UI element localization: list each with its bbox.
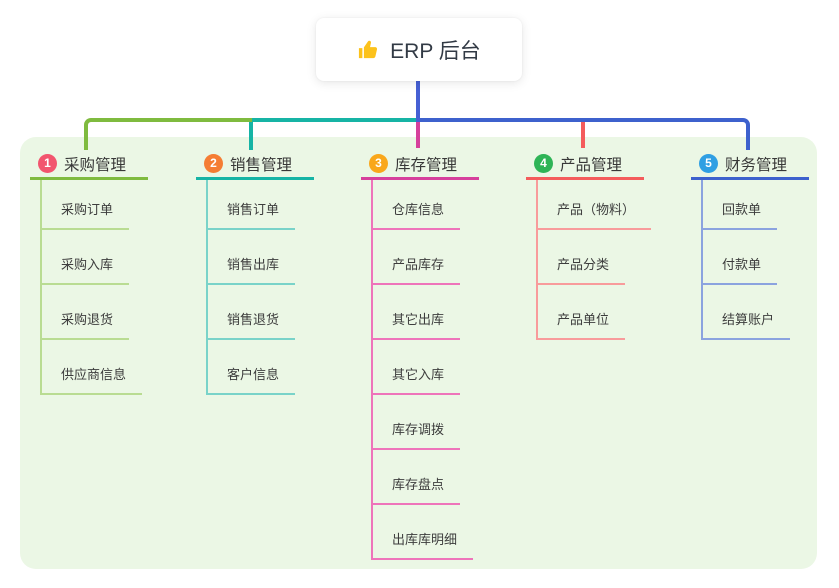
branch-label: 库存管理: [395, 156, 458, 174]
child-node-label: 其它入库: [392, 367, 445, 382]
child-node[interactable]: 库存调拨: [373, 419, 461, 450]
branch-children: 回款单 付款单 结算账户: [701, 180, 791, 340]
branch: 3 库存管理 仓库信息 产品库存 其它出库 其它入库: [361, 150, 479, 560]
child-node-label: 仓库信息: [392, 202, 445, 217]
child-node[interactable]: 仓库信息: [373, 199, 461, 230]
child-row: 产品（物料）: [538, 180, 652, 230]
branch-number-badge: 2: [204, 154, 223, 173]
child-node-label: 产品库存: [392, 257, 445, 272]
child-row: 采购退货: [42, 285, 142, 340]
branch: 2 销售管理 销售订单 销售出库 销售退货 客户信息: [196, 150, 314, 395]
child-row: 其它出库: [373, 285, 473, 340]
child-node-label: 销售订单: [227, 202, 280, 217]
child-node-label: 产品（物料）: [557, 202, 636, 217]
branch-number-badge: 3: [369, 154, 388, 173]
child-node[interactable]: 销售出库: [208, 254, 296, 285]
branch-label: 财务管理: [725, 156, 788, 174]
child-node[interactable]: 销售退货: [208, 309, 296, 340]
child-node[interactable]: 采购入库: [42, 254, 130, 285]
child-node-label: 库存调拨: [392, 422, 445, 437]
child-row: 仓库信息: [373, 180, 473, 230]
child-node[interactable]: 结算账户: [703, 309, 791, 340]
branch-node[interactable]: 1 采购管理: [30, 150, 148, 180]
branch-children: 仓库信息 产品库存 其它出库 其它入库 库存调拨: [371, 180, 474, 560]
child-node[interactable]: 产品分类: [538, 254, 626, 285]
child-row: 采购入库: [42, 230, 142, 285]
child-node[interactable]: 产品（物料）: [538, 199, 652, 230]
branch-node[interactable]: 3 库存管理: [361, 150, 479, 180]
purchase-connector-line: [84, 118, 252, 150]
child-row: 销售订单: [208, 180, 296, 230]
child-node-label: 客户信息: [227, 367, 280, 382]
child-node-label: 产品分类: [557, 257, 610, 272]
child-row: 产品库存: [373, 230, 473, 285]
child-row: 销售出库: [208, 230, 296, 285]
child-node[interactable]: 供应商信息: [42, 364, 143, 395]
child-node[interactable]: 回款单: [703, 199, 778, 230]
branch-number-badge: 1: [38, 154, 57, 173]
branch-number-badge: 5: [699, 154, 718, 173]
branch-label: 销售管理: [230, 156, 293, 174]
child-row: 出库库明细: [373, 505, 474, 560]
branch-children: 采购订单 采购入库 采购退货 供应商信息: [40, 180, 143, 395]
sales-connector-line: [249, 118, 416, 150]
child-row: 付款单: [703, 230, 790, 285]
child-row: 库存盘点: [373, 450, 473, 505]
product-connector-line: [581, 120, 585, 148]
child-row: 回款单: [703, 180, 790, 230]
child-node-label: 产品单位: [557, 312, 610, 327]
child-row: 客户信息: [208, 340, 296, 395]
branch-children: 销售订单 销售出库 销售退货 客户信息: [206, 180, 296, 395]
child-row: 产品单位: [538, 285, 651, 340]
thumbs-up-icon: [357, 38, 380, 61]
child-node[interactable]: 产品单位: [538, 309, 626, 340]
child-node-label: 供应商信息: [61, 367, 127, 382]
child-node[interactable]: 产品库存: [373, 254, 461, 285]
child-node-label: 库存盘点: [392, 477, 445, 492]
branch-number-badge: 4: [534, 154, 553, 173]
branch-label: 采购管理: [64, 156, 127, 174]
branch: 4 产品管理 产品（物料） 产品分类 产品单位: [526, 150, 652, 340]
child-node-label: 采购退货: [61, 312, 114, 327]
child-row: 采购订单: [42, 180, 142, 230]
branch-children: 产品（物料） 产品分类 产品单位: [536, 180, 652, 340]
child-node-label: 采购入库: [61, 257, 114, 272]
child-node-label: 回款单: [722, 202, 762, 217]
child-node[interactable]: 采购退货: [42, 309, 130, 340]
child-node[interactable]: 其它入库: [373, 364, 461, 395]
branch: 5 财务管理 回款单 付款单 结算账户: [691, 150, 809, 340]
child-node-label: 采购订单: [61, 202, 114, 217]
child-node[interactable]: 采购订单: [42, 199, 130, 230]
branch-node[interactable]: 4 产品管理: [526, 150, 644, 180]
child-node[interactable]: 其它出库: [373, 309, 461, 340]
child-node[interactable]: 库存盘点: [373, 474, 461, 505]
child-node-label: 销售出库: [227, 257, 280, 272]
root-node-title: ERP 后台: [390, 39, 481, 63]
child-row: 结算账户: [703, 285, 791, 340]
child-row: 产品分类: [538, 230, 651, 285]
child-node-label: 结算账户: [722, 312, 775, 327]
inventory-connector-line: [416, 120, 420, 148]
branch-label: 产品管理: [560, 156, 623, 174]
child-node-label: 付款单: [722, 257, 762, 272]
child-node-label: 出库库明细: [392, 532, 458, 547]
branch: 1 采购管理 采购订单 采购入库 采购退货 供应商信息: [30, 150, 148, 395]
child-node-label: 其它出库: [392, 312, 445, 327]
child-node[interactable]: 出库库明细: [373, 529, 474, 560]
child-node-label: 销售退货: [227, 312, 280, 327]
child-row: 销售退货: [208, 285, 296, 340]
child-node[interactable]: 销售订单: [208, 199, 296, 230]
child-row: 库存调拨: [373, 395, 473, 450]
child-row: 供应商信息: [42, 340, 143, 395]
branches-panel-background: [20, 137, 817, 569]
finance-connector-line: [416, 118, 750, 150]
child-node[interactable]: 付款单: [703, 254, 778, 285]
root-connector-line: [416, 81, 420, 122]
branch-node[interactable]: 5 财务管理: [691, 150, 809, 180]
child-row: 其它入库: [373, 340, 473, 395]
branch-node[interactable]: 2 销售管理: [196, 150, 314, 180]
child-node[interactable]: 客户信息: [208, 364, 296, 395]
root-node[interactable]: ERP 后台: [316, 18, 522, 81]
